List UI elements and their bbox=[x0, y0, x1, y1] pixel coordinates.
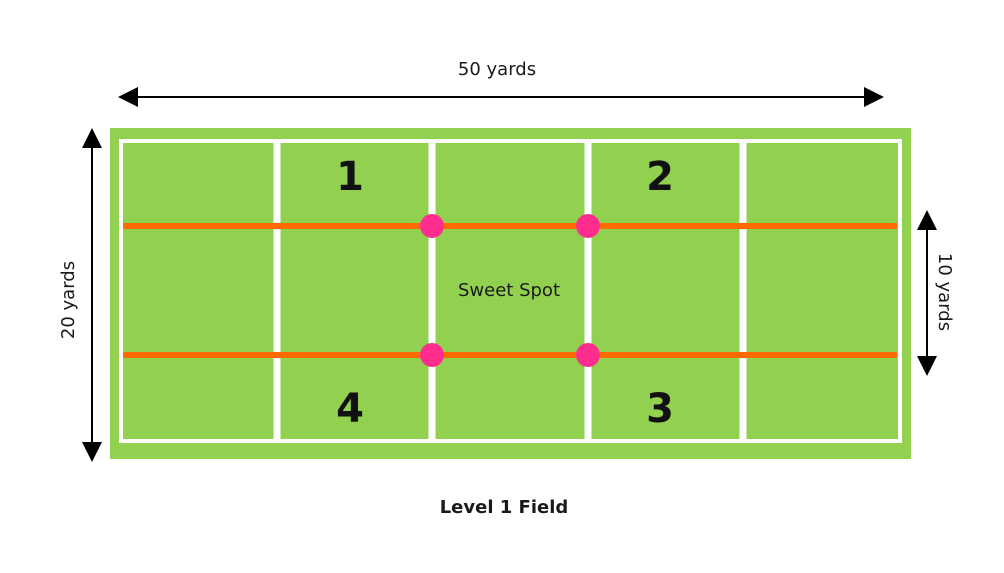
zone-2-label: 2 bbox=[646, 154, 674, 200]
marker-bottom-left bbox=[420, 343, 444, 367]
zone-4-label: 4 bbox=[336, 386, 364, 432]
left-dimension-label: 20 yards bbox=[58, 261, 79, 339]
sweet-spot-label: Sweet Spot bbox=[458, 280, 560, 301]
zone-3-label: 3 bbox=[646, 386, 674, 432]
top-dimension-label: 50 yards bbox=[458, 59, 536, 80]
field-background bbox=[110, 128, 911, 459]
zone-1-label: 1 bbox=[336, 154, 364, 200]
marker-bottom-right bbox=[576, 343, 600, 367]
marker-top-right bbox=[576, 214, 600, 238]
field-boundary bbox=[119, 139, 902, 443]
marker-top-left bbox=[420, 214, 444, 238]
diagram-caption: Level 1 Field bbox=[440, 497, 569, 518]
right-dimension-label: 10 yards bbox=[934, 253, 955, 331]
